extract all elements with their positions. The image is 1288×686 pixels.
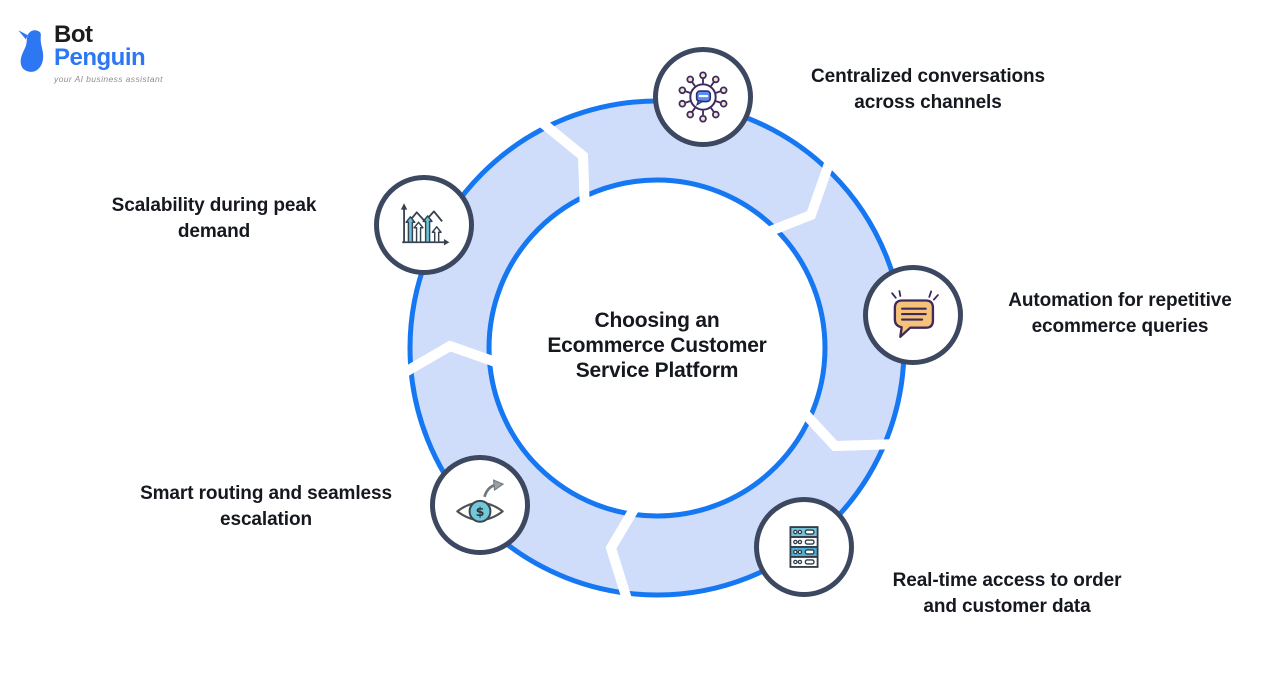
node-badge-automation	[863, 265, 963, 365]
ring-gap-chevron	[756, 153, 837, 241]
server-rack-icon	[789, 526, 819, 568]
node-badge-smart-routing: $	[430, 455, 530, 555]
node-badge-scalability	[374, 175, 474, 275]
logo-text-penguin: Penguin	[54, 44, 146, 71]
node-label-realtime-data: Real-time access to order and customer d…	[892, 570, 1122, 617]
ring-gap-chevron	[605, 496, 645, 611]
node-label-automation: Automation for repetitive ecommerce quer…	[1008, 290, 1232, 337]
node-label-centralized-conversations: Centralized conversations across channel…	[810, 66, 1046, 113]
network-hub-icon	[678, 71, 728, 123]
diagram-title: Choosing an Ecommerce Customer Service P…	[547, 309, 767, 382]
ring-gap-chevron	[392, 340, 506, 383]
ring-gap-chevron	[530, 112, 590, 214]
botpenguin-logo: Bot Penguin your AI business assistant	[14, 21, 163, 84]
node-label-scalability: Scalability during peak demand	[111, 195, 317, 242]
ring-hole	[489, 180, 825, 516]
node-label-smart-routing: Smart routing and seamless escalation	[140, 483, 392, 530]
logo-text-bot: Bot	[54, 21, 93, 48]
node-badge-centralized-conversations	[653, 47, 753, 147]
node-badge-realtime-data	[754, 497, 854, 597]
growth-chart-icon	[400, 203, 450, 246]
penguin-icon	[18, 30, 44, 72]
chat-bubble-icon	[891, 290, 939, 338]
logo-tagline: your AI business assistant	[54, 74, 163, 84]
svg-text:$: $	[476, 504, 485, 519]
ring-gap-chevron	[792, 400, 900, 452]
eye-dollar-icon: $	[456, 479, 505, 523]
ring-inner-border	[486, 177, 828, 519]
